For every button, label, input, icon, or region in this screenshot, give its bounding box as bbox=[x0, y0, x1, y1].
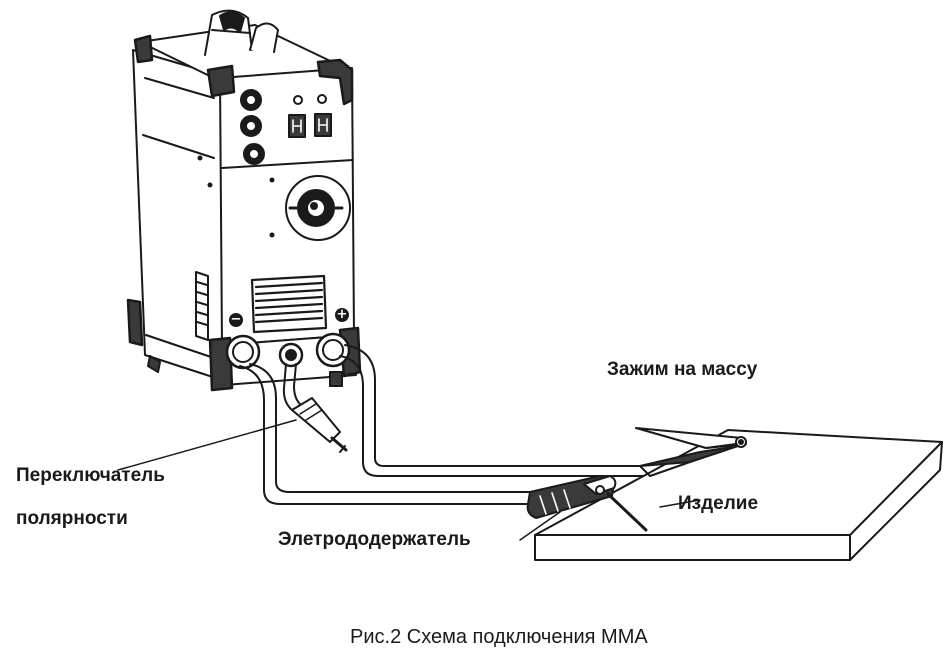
leader-electrode-holder bbox=[519, 511, 561, 541]
minus-terminal-mark bbox=[229, 313, 243, 327]
leader-workpiece bbox=[659, 499, 701, 508]
leader-polarity-switch bbox=[117, 419, 297, 471]
digital-displays bbox=[288, 113, 332, 138]
label-electrode-holder: Элетрододержатель bbox=[278, 529, 471, 550]
leader-lines bbox=[117, 419, 701, 541]
electrode-holder bbox=[526, 475, 648, 532]
label-polarity-switch-line2: полярности bbox=[16, 508, 128, 529]
control-knobs bbox=[240, 89, 265, 165]
label-ground-clamp: Зажим на массу bbox=[607, 359, 758, 380]
indicator-lamps bbox=[293, 94, 327, 105]
machine-handle bbox=[204, 9, 279, 56]
ground-cable bbox=[339, 344, 651, 477]
vent-grille-front bbox=[250, 274, 328, 334]
electrode-rod bbox=[606, 492, 648, 532]
figure-caption: Рис.2 Схема подключения ММА bbox=[350, 626, 648, 648]
ground-clamp bbox=[635, 427, 747, 477]
polarity-plug bbox=[291, 397, 341, 443]
welding-machine bbox=[126, 9, 362, 392]
vent-grille-side bbox=[195, 271, 209, 341]
plus-terminal-mark bbox=[335, 308, 349, 322]
label-workpiece: Изделие bbox=[678, 493, 759, 514]
minus-terminal-symbol: − bbox=[230, 312, 242, 327]
electrode-cable bbox=[239, 363, 531, 505]
label-polarity-switch-line1: Переключатель bbox=[16, 465, 165, 486]
front-connector bbox=[285, 175, 351, 241]
polarity-switch-cable bbox=[282, 363, 348, 453]
output-terminals bbox=[225, 332, 351, 370]
plus-terminal-symbol: + bbox=[336, 307, 348, 322]
